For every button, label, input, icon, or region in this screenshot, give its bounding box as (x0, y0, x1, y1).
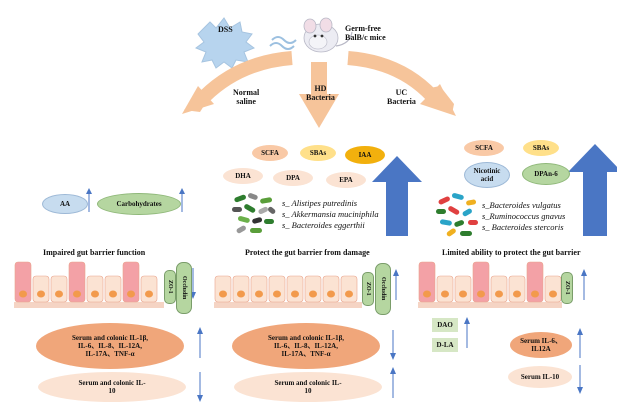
middle-zo1: ZO-1 (362, 272, 374, 306)
right-zo1: ZO-1 (561, 272, 573, 304)
middle-iaa: IAA (345, 146, 385, 164)
middle-epithelium (214, 275, 362, 308)
right-species-2: s_Ruminococcus gnavus (482, 211, 566, 221)
left-serum-down: Serum and colonic IL- 10 (38, 372, 186, 402)
right-increase-arrow (568, 144, 617, 236)
middle-increase-arrow (372, 156, 422, 236)
carbohydrates-metabolite: Carbohydrates (97, 193, 181, 215)
aa-metabolite: AA (42, 194, 88, 214)
middle-branch-arrow (299, 62, 339, 128)
right-marker-up-arrow (464, 317, 470, 348)
right-scfa: SCFA (464, 140, 504, 156)
middle-species-2: s_ Akkermansia muciniphila (282, 209, 379, 219)
middle-epa: EPA (326, 172, 366, 188)
hd-bacteria-label: HD Bacteria (306, 84, 335, 102)
right-species-1: s_Bacteroides vulgatus (482, 200, 561, 210)
right-serum-down-arrow (577, 365, 583, 394)
right-species-3: s_ Bacteroides stercoris (482, 222, 564, 232)
middle-sbas: SBAs (300, 145, 336, 161)
middle-dha: DHA (223, 168, 263, 184)
middle-species-1: s_ Alistipes putredinis (282, 198, 358, 208)
right-bacteria-icon (436, 193, 478, 237)
middle-dpa: DPA (273, 170, 313, 186)
dao-marker: DAO (432, 318, 458, 332)
right-serum-up-arrow (577, 328, 583, 358)
right-serum-up: Serum IL-6、 IL12A (510, 332, 572, 358)
middle-species-3: s_ Bacteroides eggerthii (282, 220, 365, 230)
middle-serum-up-arrow (390, 367, 396, 398)
left-serum-up: Serum and colonic IL-1β, IL-6、IL-8、IL-12… (36, 323, 184, 369)
middle-bacteria-icon (232, 193, 276, 234)
left-serum-down-arrow (197, 372, 203, 402)
left-epithelium (14, 261, 164, 308)
right-serum-down: Serum IL-10 (508, 366, 572, 388)
dla-marker: D-LA (432, 338, 458, 352)
right-zo1-up-arrow (581, 269, 587, 300)
middle-zo1-up-arrow (393, 269, 399, 300)
middle-serum-down: Serum and colonic IL- 10 (234, 372, 382, 402)
middle-serum-up: Serum and colonic IL-1β, IL-6、IL-8、IL-12… (232, 323, 380, 369)
left-branch-arrow (182, 51, 293, 114)
left-occludin: Occludin (176, 262, 192, 314)
mouse-icon (303, 17, 353, 53)
normal-saline-label: Normal saline (233, 88, 260, 106)
mouse-label: Germ-free BalB/c mice (345, 24, 386, 42)
left-serum-up-arrow (197, 327, 203, 358)
dss-label: DSS (218, 25, 233, 34)
right-sbas: SBAs (523, 140, 559, 156)
middle-scfa: SCFA (252, 145, 288, 161)
right-dpan6: DPAn-6 (522, 163, 570, 185)
right-epithelium (418, 261, 562, 308)
dss-wave-icon (271, 36, 297, 44)
middle-serum-down-arrow (390, 330, 396, 360)
middle-section-title: Protect the gut barrier from damage (245, 248, 370, 257)
right-branch-arrow (347, 51, 456, 116)
uc-bacteria-label: UC Bacteria (387, 88, 416, 106)
middle-occludin: Occludin (375, 263, 391, 315)
left-zo1: ZO-1 (164, 270, 176, 304)
right-section-title: Limited ability to protect the gut barri… (442, 248, 581, 257)
right-nicotinic-acid: Nicotinic acid (464, 162, 510, 188)
left-section-title: Impaired gut barrier function (43, 248, 146, 257)
